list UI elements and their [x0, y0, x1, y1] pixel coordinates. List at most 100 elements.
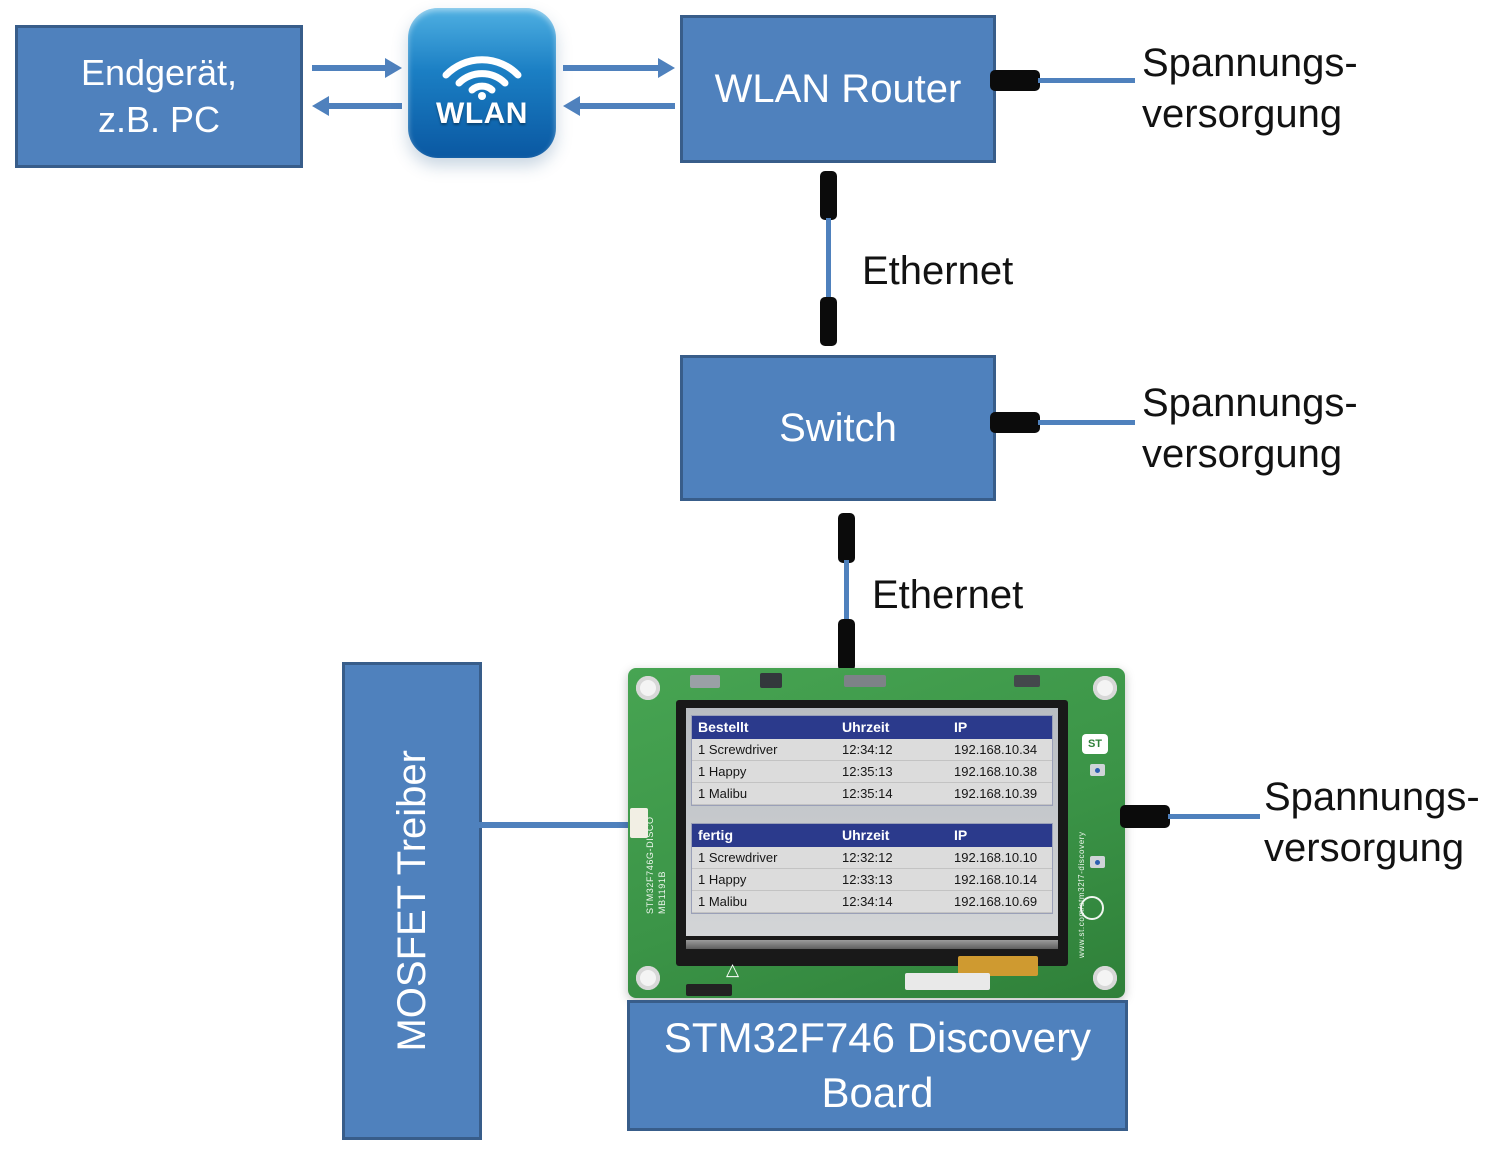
table-header-row: fertig Uhrzeit IP [692, 824, 1052, 847]
table-cell: 12:35:14 [842, 786, 893, 801]
power-label-line2: versorgung [1264, 826, 1465, 870]
power-label-router: Spannungs- versorgung [1142, 38, 1358, 140]
endgeraet-box: Endgerät, z.B. PC [15, 25, 303, 168]
component [844, 675, 886, 687]
table-cell: 12:34:12 [842, 742, 893, 757]
table-header-cell: Uhrzeit [842, 719, 890, 735]
table-row: 1 Screwdriver 12:32:12 192.168.10.10 [692, 847, 1052, 869]
table-cell: 192.168.10.69 [954, 894, 1038, 909]
power-label-line2: versorgung [1142, 92, 1343, 136]
table-cell: 1 Screwdriver [698, 742, 778, 757]
ethernet-line-2 [844, 560, 849, 624]
power-plug-board [1120, 805, 1170, 828]
table-cell: 192.168.10.34 [954, 742, 1038, 757]
table-cell: 192.168.10.14 [954, 872, 1038, 887]
table-cell: 192.168.10.38 [954, 764, 1038, 779]
endgeraet-label-line1: Endgerät, [80, 51, 238, 93]
table-cell: 1 Screwdriver [698, 850, 778, 865]
power-line-router [1038, 78, 1135, 83]
ethernet-plug-2a [838, 513, 855, 563]
mosfet-treiber-label: MOSFET Treiber [389, 750, 434, 1052]
table-row: 1 Happy 12:33:13 192.168.10.14 [692, 869, 1052, 891]
board-edge-connector [630, 808, 648, 838]
lcd-screen: Bestellt Uhrzeit IP 1 Screwdriver 12:34:… [686, 708, 1058, 936]
switch-label: Switch [779, 405, 897, 450]
wlan-router-box: WLAN Router [680, 15, 996, 163]
component [1014, 675, 1040, 687]
table-header-cell: Bestellt [698, 719, 749, 735]
arrow-head [385, 58, 402, 78]
table-cell: 1 Malibu [698, 786, 748, 801]
table-row: 1 Malibu 12:34:14 192.168.10.69 [692, 891, 1052, 913]
ethernet-line-1 [826, 218, 831, 302]
table-header-cell: IP [954, 719, 968, 735]
power-line-board [1168, 814, 1260, 819]
ethernet-plug-1b [820, 297, 837, 346]
table-row: 1 Malibu 12:35:14 192.168.10.39 [692, 783, 1052, 805]
wlan-icon: WLAN [408, 8, 556, 158]
table-header-cell: fertig [698, 827, 733, 843]
arrow-shaft [326, 103, 402, 109]
arrow-shaft [577, 103, 675, 109]
table-cell: 12:35:13 [842, 764, 893, 779]
lcd-bezel: Bestellt Uhrzeit IP 1 Screwdriver 12:34:… [676, 700, 1068, 966]
arrow-head [563, 96, 580, 116]
ethernet-label-1: Ethernet [862, 246, 1013, 297]
table-row: 1 Screwdriver 12:34:12 192.168.10.34 [692, 739, 1052, 761]
wifi-icon [442, 56, 522, 100]
power-plug-switch [990, 412, 1040, 433]
mounting-hole [636, 676, 660, 700]
power-label-line1: Spannungs- [1264, 775, 1480, 819]
ethernet-label-text: Ethernet [862, 249, 1014, 293]
table-header-row: Bestellt Uhrzeit IP [692, 716, 1052, 739]
arrow-head [312, 96, 329, 116]
table-cell: 192.168.10.10 [954, 850, 1038, 865]
power-plug-router [990, 70, 1040, 91]
table-cell: 12:33:13 [842, 872, 893, 887]
mosfet-treiber-box: MOSFET Treiber [342, 662, 482, 1140]
ethernet-label-2: Ethernet [872, 570, 1023, 621]
table-cell: 1 Happy [698, 872, 747, 887]
touch-flex-strip [686, 940, 1058, 949]
table-cell: 192.168.10.39 [954, 786, 1038, 801]
arrow-shaft [312, 65, 388, 71]
arrow-endgeraet-to-wlan [312, 58, 402, 78]
wlan-router-label: WLAN Router [714, 66, 962, 111]
board-caption-line2: Board [821, 1068, 934, 1116]
arrow-head [658, 58, 675, 78]
push-button [1090, 764, 1105, 776]
st-logo: ST [1082, 734, 1108, 754]
table-cell: 1 Malibu [698, 894, 748, 909]
mounting-hole [1093, 966, 1117, 990]
discovery-board: Bestellt Uhrzeit IP 1 Screwdriver 12:34:… [628, 668, 1125, 998]
power-label-line1: Spannungs- [1142, 381, 1358, 425]
board-caption-box: STM32F746 Discovery Board [627, 1000, 1128, 1131]
ethernet-plug-2b [838, 619, 855, 671]
push-button [1090, 856, 1105, 868]
usb-connector [686, 984, 732, 996]
arrow-shaft [563, 65, 661, 71]
component [690, 675, 720, 688]
ethernet-plug-1a [820, 171, 837, 220]
board-caption-line1: STM32F746 Discovery [663, 1013, 1092, 1061]
ethernet-label-text: Ethernet [872, 573, 1024, 617]
switch-box: Switch [680, 355, 996, 501]
fertig-table: fertig Uhrzeit IP 1 Screwdriver 12:32:12… [692, 824, 1052, 913]
certification-mark [1080, 896, 1104, 920]
silkscreen-right-text: www.st.com/stm32f7-discovery [1077, 831, 1086, 958]
arrow-wlan-to-router [563, 58, 675, 78]
power-label-switch: Spannungs- versorgung [1142, 378, 1358, 480]
endgeraet-label-line2: z.B. PC [97, 98, 221, 140]
wlan-icon-label: WLAN [436, 97, 528, 130]
power-label-line2: versorgung [1142, 432, 1343, 476]
silkscreen-board-rev: MB1191B [657, 870, 667, 914]
power-line-switch [1038, 420, 1135, 425]
mosfet-board-line [479, 822, 631, 828]
mounting-hole [1093, 676, 1117, 700]
table-cell: 12:34:14 [842, 894, 893, 909]
component [760, 673, 782, 688]
bestellt-table: Bestellt Uhrzeit IP 1 Screwdriver 12:34:… [692, 716, 1052, 805]
arrow-wlan-to-endgeraet [312, 96, 402, 116]
gold-flex-connector [958, 956, 1038, 976]
